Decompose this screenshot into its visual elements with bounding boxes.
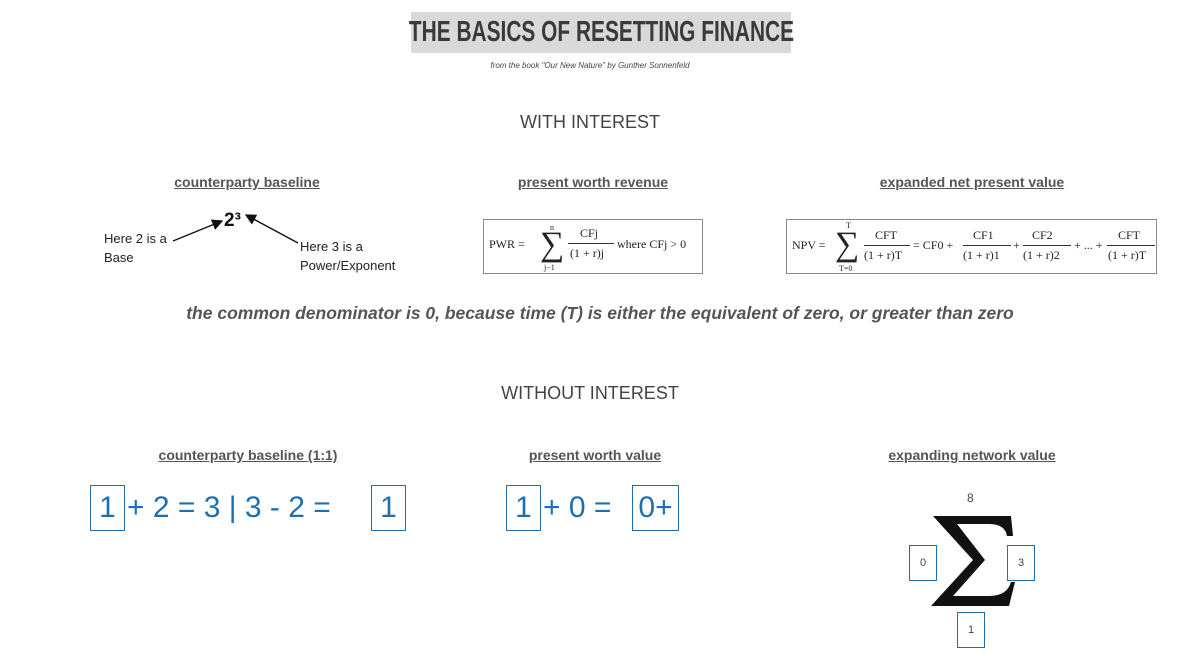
npv-t4-numerator: CFT — [1118, 228, 1141, 242]
npv-plus: + — [1013, 238, 1020, 252]
npv-t2-bar — [963, 245, 1011, 246]
npv-t2-numerator: CF1 — [973, 228, 994, 242]
without-interest-heading: WITHOUT INTEREST — [501, 383, 679, 403]
equation-middle: + 2 = 3 | 3 - 2 = — [127, 491, 331, 524]
pwr-fraction-bar — [568, 243, 614, 244]
with-interest-heading: WITH INTEREST — [520, 112, 660, 132]
npv-formula: NPV = T ∑ T=0 CFT (1 + r)T = CF0 + CF1 (… — [786, 219, 1157, 274]
arrow-to-base — [172, 219, 224, 242]
equation-box-start: 1 — [506, 485, 541, 531]
diagram-arrows — [172, 214, 299, 244]
present-worth-value-heading: present worth value — [528, 447, 662, 463]
pwr-numerator: CFj — [580, 226, 599, 240]
pwr-sum-bottom: j−1 — [544, 263, 555, 272]
npv-sum-bottom: T=0 — [839, 264, 853, 273]
counterparty-baseline-heading: counterparty baseline — [174, 174, 320, 190]
sigma-icon — [931, 516, 1015, 606]
npv-t1-denominator: (1 + r)T — [864, 248, 903, 262]
npv-t3-bar — [1023, 245, 1071, 246]
subtitle: from the book "Our New Nature" by Gunthe… — [490, 61, 690, 70]
power-expression: 2³ — [224, 210, 241, 231]
npv-ellipsis: + ... + — [1074, 238, 1103, 252]
sigma-bottom-box: 1 — [957, 612, 985, 648]
pwr-formula: PWR = n ∑ j−1 CFj (1 + r)j where CFj > 0 — [483, 219, 703, 274]
present-worth-revenue-heading: present worth revenue — [517, 174, 669, 190]
sigma-symbol: ∑ — [540, 226, 565, 263]
npv-t1-bar — [864, 245, 910, 246]
equation-middle: + 0 = — [543, 491, 612, 524]
base-label-line1: Here 2 is a — [104, 231, 167, 246]
npv-t3-denominator: (1 + r)2 — [1023, 248, 1060, 262]
sigma-symbol: ∑ — [835, 226, 860, 263]
counterparty-equation: 1 + 2 = 3 | 3 - 2 = 1 — [90, 485, 410, 533]
arrow-to-exponent — [244, 214, 299, 244]
npv-t1-numerator: CFT — [875, 228, 898, 242]
counterparty-baseline-1to1-heading: counterparty baseline (1:1) — [158, 447, 338, 463]
pwr-denominator: (1 + r)j — [570, 246, 605, 260]
pwr-sum-top: n — [550, 223, 554, 232]
npv-t3-numerator: CF2 — [1032, 228, 1053, 242]
npv-t4-bar — [1107, 245, 1155, 246]
pwr-condition: where CFj > 0 — [617, 237, 687, 251]
npv-t2-denominator: (1 + r)1 — [963, 248, 1000, 262]
exponent-label-line2: Power/Exponent — [300, 258, 396, 273]
expanded-npv-heading: expanded net present value — [879, 174, 1065, 190]
equation-box-start: 1 — [90, 485, 125, 531]
npv-t4-denominator: (1 + r)T — [1108, 248, 1147, 262]
expanding-network-value-heading: expanding network value — [888, 447, 1056, 463]
network-sigma-diagram: 8 0 3 1 — [905, 488, 1045, 653]
power-diagram: Here 2 is a Base 2³ Here 3 is a Power/Ex… — [100, 205, 420, 280]
sigma-right-box: 3 — [1007, 545, 1035, 581]
exponent-label-line1: Here 3 is a — [300, 239, 363, 254]
present-worth-equation: 1 + 0 = 0+ — [506, 485, 686, 533]
title-banner: THE BASICS OF RESETTING FINANCE — [408, 12, 794, 53]
npv-lhs: NPV = — [792, 238, 826, 252]
equation-box-end: 0+ — [632, 485, 679, 531]
npv-cf0: = CF0 + — [913, 238, 954, 252]
equation-box-end: 1 — [371, 485, 406, 531]
common-denominator-note: the common denominator is 0, because tim… — [186, 303, 1014, 323]
sigma-left-box: 0 — [909, 545, 937, 581]
page-title: THE BASICS OF RESETTING FINANCE — [408, 16, 794, 48]
pwr-lhs: PWR = — [489, 237, 525, 251]
sigma-upper-limit: 8 — [967, 491, 974, 505]
npv-sum-top: T — [846, 221, 851, 230]
base-label-line2: Base — [104, 250, 134, 265]
